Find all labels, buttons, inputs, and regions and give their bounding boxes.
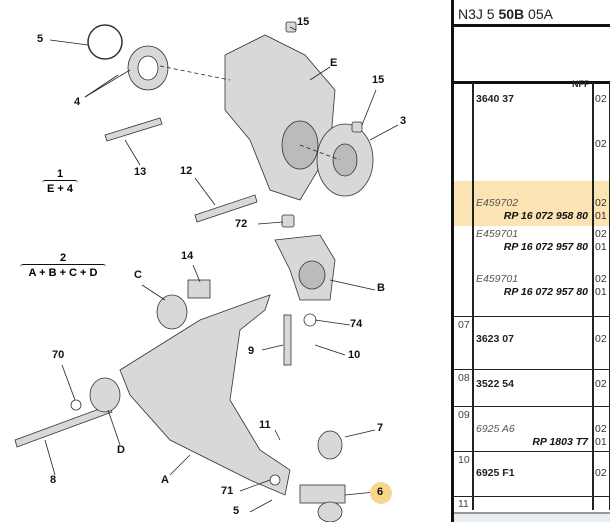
bolt-9 — [283, 314, 292, 366]
row-number: 10 — [458, 454, 470, 466]
qty: 01 — [595, 436, 607, 448]
parts-list-panel: N3J 5 50B 05A NFP 3640 37 02 02 E459702 … — [451, 0, 610, 522]
qty: 02 — [595, 197, 607, 209]
part-ref[interactable]: 3640 37 — [476, 93, 514, 105]
header-suffix: 05A — [524, 6, 553, 22]
qty: 02 — [595, 228, 607, 240]
part-rp[interactable]: RP 16 072 958 80 — [503, 210, 588, 222]
bushing-c — [156, 294, 188, 330]
qty: 01 — [595, 241, 607, 253]
callout-label: 4 — [74, 96, 81, 108]
callout-label: 15 — [297, 16, 310, 28]
callout-label: 14 — [181, 250, 194, 262]
callout-label: 71 — [221, 485, 234, 497]
group-formula: A + B + C + D — [28, 267, 98, 279]
part-ref[interactable]: 3522 54 — [476, 378, 514, 390]
qty: 02 — [595, 93, 607, 105]
part-code[interactable]: E459702 — [476, 197, 519, 209]
callout-label: A — [161, 474, 169, 486]
callout-label: 72 — [235, 218, 248, 230]
highlight-marker — [370, 482, 392, 504]
circlip — [87, 24, 123, 60]
divider — [454, 81, 610, 84]
qty: 02 — [595, 378, 607, 390]
part-rp[interactable]: RP 16 072 957 80 — [503, 241, 588, 253]
divider — [454, 24, 610, 27]
bolt-12 — [194, 194, 258, 223]
row-number: 11 — [458, 498, 469, 510]
callout-label: 15 — [372, 74, 385, 86]
part-code[interactable]: E459701 — [476, 273, 519, 285]
horizontal-scrollbar[interactable] — [454, 512, 610, 522]
callout-label: 74 — [350, 318, 363, 330]
hub-carrier — [224, 34, 336, 201]
ball-joint — [299, 484, 346, 504]
column-divider — [472, 82, 474, 510]
row-separator — [454, 396, 610, 407]
bolt-8 — [14, 404, 113, 448]
part-rp[interactable]: RP 16 072 957 80 — [503, 286, 588, 298]
row-number: 07 — [458, 319, 470, 331]
qty: 02 — [595, 423, 607, 435]
part-14 — [187, 279, 211, 299]
group-1: 1 E + 4 — [40, 168, 80, 195]
column-divider — [592, 82, 594, 510]
bolt-13 — [104, 117, 163, 142]
row-separator — [454, 359, 610, 370]
qty: 02 — [595, 333, 607, 345]
callout-label: E — [330, 57, 338, 69]
callout-label: 5 — [233, 505, 240, 517]
callout-label: 7 — [377, 422, 384, 434]
callout-label: B — [377, 282, 385, 294]
group-number: 2 — [59, 252, 67, 264]
callout-label: C — [134, 269, 142, 281]
group-number: 1 — [56, 168, 64, 180]
callout-label: 11 — [259, 419, 271, 431]
qty: 01 — [595, 210, 607, 222]
header-prefix: N3J 5 — [458, 6, 499, 22]
part-ref[interactable]: 6925 F1 — [476, 467, 515, 479]
parts-diagram: 5 4 15 E 15 3 13 12 72 14 C B 74 9 10 70… — [14, 16, 407, 523]
group-formula: E + 4 — [47, 183, 73, 195]
callout-label: D — [117, 444, 125, 456]
callout-label: 9 — [248, 345, 255, 357]
qty: 02 — [595, 273, 607, 285]
group-2: 2 A + B + C + D — [18, 252, 108, 279]
callout-label: 13 — [134, 166, 147, 178]
part-code[interactable]: E459701 — [476, 228, 519, 240]
callout-label: 12 — [180, 165, 193, 177]
bushing-d — [89, 377, 121, 413]
callout-label: 3 — [400, 115, 407, 127]
wishbone-a — [119, 294, 291, 496]
row-separator — [454, 306, 610, 317]
part-ref[interactable]: 3623 07 — [476, 333, 514, 345]
callout-label: 70 — [52, 349, 65, 361]
highlighted-row[interactable] — [454, 181, 610, 226]
part-rp[interactable]: RP 1803 T7 — [532, 436, 588, 448]
callout-label: 6 — [377, 486, 384, 498]
qty: 02 — [595, 467, 607, 479]
callout-label: 10 — [348, 349, 361, 361]
callout-label: 5 — [37, 33, 44, 45]
qty: 01 — [595, 286, 607, 298]
header-bold: 50B — [498, 6, 525, 22]
row-number: 08 — [458, 372, 470, 384]
nfp-header: NFP — [572, 79, 590, 89]
qty: 02 — [595, 138, 607, 150]
row-number: 09 — [458, 409, 470, 421]
callout-label: 8 — [50, 474, 57, 486]
exploded-view-drawing — [14, 21, 399, 523]
row-separator — [454, 486, 610, 497]
row-separator — [454, 441, 610, 452]
panel-header: N3J 5 50B 05A — [458, 6, 553, 22]
part-code[interactable]: 6925 A6 — [476, 423, 515, 435]
